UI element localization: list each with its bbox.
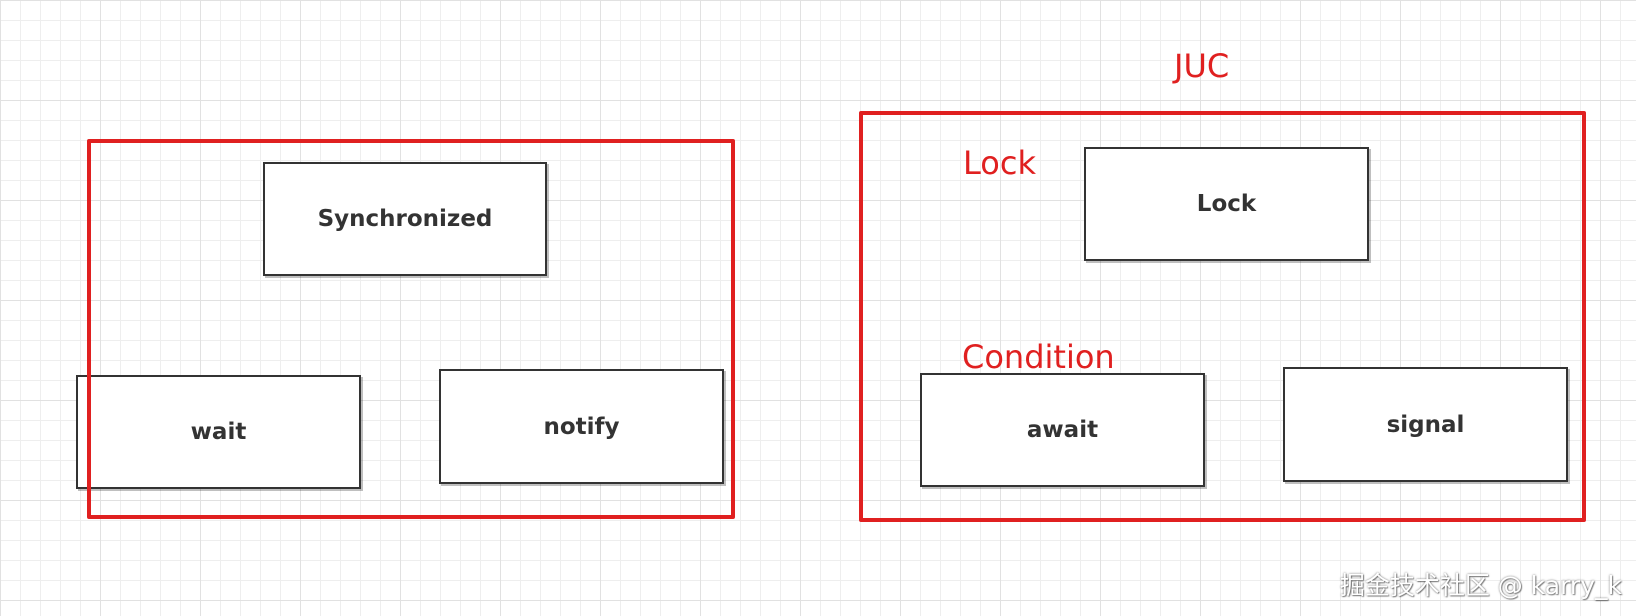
synchronized-box[interactable]: Synchronized xyxy=(263,162,547,276)
condition-group-label: Condition xyxy=(962,338,1115,376)
await-box[interactable]: await xyxy=(920,373,1205,487)
signal-label: signal xyxy=(1386,411,1465,438)
lock-box[interactable]: Lock xyxy=(1084,147,1369,261)
lock-group-label: Lock xyxy=(963,144,1036,182)
lock-label: Lock xyxy=(1196,191,1257,217)
signal-box[interactable]: signal xyxy=(1283,367,1568,482)
notify-label: notify xyxy=(543,413,620,440)
wait-label: wait xyxy=(190,419,247,445)
notify-box[interactable]: notify xyxy=(439,369,724,484)
synchronized-label: Synchronized xyxy=(317,206,493,232)
juc-title: JUC xyxy=(1174,47,1230,85)
await-label: await xyxy=(1026,417,1099,443)
wait-box[interactable]: wait xyxy=(76,375,361,489)
watermark: 掘金技术社区 @ karry_k xyxy=(1339,571,1622,600)
